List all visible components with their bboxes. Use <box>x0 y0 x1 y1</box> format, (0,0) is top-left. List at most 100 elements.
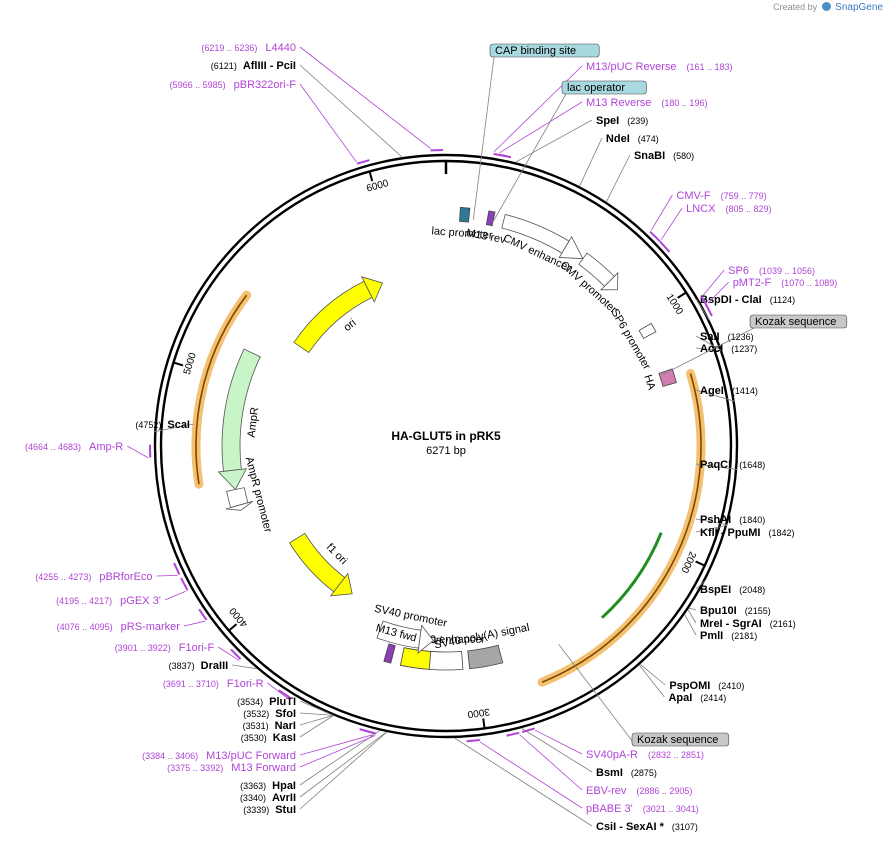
primer-mark <box>498 153 512 159</box>
enzyme-leader <box>154 423 195 433</box>
primer-leader <box>651 194 673 231</box>
primer-site: pBABE 3'(3021 .. 3041) <box>586 803 699 815</box>
tick-mark <box>677 291 687 299</box>
primer-mark <box>173 562 181 575</box>
enzyme-position: (2048) <box>739 585 765 595</box>
primer-position: (5966 .. 5985) <box>170 80 226 90</box>
enzyme-site: (6121)AflIII - PciI <box>211 60 296 72</box>
feature-arrowhead <box>217 468 247 491</box>
primer-mark <box>278 689 291 699</box>
enzyme-site: (3532)SfoI <box>243 708 296 720</box>
primer-position: (759 .. 779) <box>721 191 767 201</box>
enzyme-position: (3363) <box>240 781 266 791</box>
enzyme-position: (2161) <box>770 619 796 629</box>
primer-leader <box>499 101 583 154</box>
enzyme-site: (3339)StuI <box>243 804 296 816</box>
enzyme-name: BspEI <box>700 584 731 596</box>
boxed-label-bg <box>561 80 647 95</box>
primer-mark <box>506 731 520 737</box>
enzyme-name: HpaI <box>272 780 296 792</box>
glut5-orf-band <box>537 368 706 687</box>
feature-label: SV40 poly(A) signal <box>433 622 530 652</box>
boxed-label-bg <box>631 732 730 747</box>
tick-mark <box>482 718 486 729</box>
enzyme-site: (3531)NarI <box>243 720 296 732</box>
primer-site: CMV-F(759 .. 779) <box>676 190 766 202</box>
enzyme-site: ApaI(2414) <box>668 692 726 704</box>
primer-leader <box>299 734 373 756</box>
primer-leader <box>299 735 376 768</box>
primer-position: (180 .. 196) <box>661 98 707 108</box>
enzyme-position: (1124) <box>770 295 795 305</box>
enzyme-name: NarI <box>275 720 296 732</box>
enzyme-position: (2181) <box>731 631 757 641</box>
boxed-leader <box>472 56 495 220</box>
enzyme-name: AccI <box>700 343 723 355</box>
boxed-label-text: Kozak sequence <box>637 734 718 746</box>
enzyme-leader <box>299 730 381 786</box>
tick-mark <box>173 361 184 367</box>
primer-name: SP6 <box>728 265 749 277</box>
enzyme-site: SnaBI(580) <box>634 150 694 162</box>
primer-leader <box>299 46 431 149</box>
primer-position: (2832 .. 2851) <box>648 750 704 760</box>
primer-site: (4255 .. 4273)pBRforEco <box>35 571 152 583</box>
primer-position: (3375 .. 3392) <box>167 763 223 773</box>
tick-label: 6000 <box>365 178 390 195</box>
feature-sv40-promoter <box>376 620 422 649</box>
primer-position: (3691 .. 3710) <box>163 679 219 689</box>
enzyme-name: AvrII <box>272 792 296 804</box>
primer-leader <box>660 207 683 241</box>
enzyme-name: SpeI <box>596 115 619 127</box>
boxed-label-text: CAP binding site <box>495 45 576 57</box>
primer-leader <box>519 734 583 791</box>
primer-mark <box>180 577 189 591</box>
primer-position: (805 .. 829) <box>725 204 771 214</box>
feature-arrowhead <box>329 572 353 597</box>
primer-leader <box>156 574 178 577</box>
enzyme-name: PaqCI <box>700 459 731 471</box>
enzyme-leader <box>639 663 666 686</box>
enzyme-site: (3530)KasI <box>241 732 296 744</box>
boxed-label-bg <box>489 43 600 58</box>
enzyme-position: (474) <box>638 134 659 144</box>
primer-position: (161 .. 183) <box>686 62 732 72</box>
enzyme-leader <box>515 119 593 163</box>
primer-name: LNCX <box>686 203 716 215</box>
primer-site: pMT2-F(1070 .. 1089) <box>733 277 838 289</box>
enzyme-leader <box>695 347 723 352</box>
primer-leader <box>183 620 206 627</box>
feature-sv40-enhancer <box>428 650 464 671</box>
enzyme-name: SnaBI <box>634 150 665 162</box>
feature-arrowhead <box>417 624 434 655</box>
primer-mark <box>198 608 208 621</box>
primer-leader <box>493 65 583 153</box>
enzyme-site: PaqCI (1648) <box>700 459 765 471</box>
primer-position: (4076 .. 4095) <box>57 622 113 632</box>
primer-position: (4255 .. 4273) <box>35 572 91 582</box>
enzyme-site: PspOMI(2410) <box>669 680 744 692</box>
enzyme-name: CsiI - SexAI * <box>596 821 665 833</box>
enzyme-leader <box>695 463 738 470</box>
feature-label: lac promoter <box>431 225 493 242</box>
enzyme-name: SalI <box>700 331 720 343</box>
snapgene-logo-icon <box>821 2 831 11</box>
primer-position: (4664 .. 4683) <box>25 442 81 452</box>
primer-name: pBABE 3' <box>586 803 633 815</box>
primer-mark <box>658 240 671 253</box>
primer-mark <box>356 159 370 165</box>
enzyme-leader <box>687 609 697 624</box>
enzyme-position: (3339) <box>243 805 269 815</box>
feature-ori <box>293 280 373 354</box>
enzyme-position: (3340) <box>240 793 266 803</box>
enzyme-position: (1648) <box>739 460 765 470</box>
feature-m13-fwd <box>383 643 396 664</box>
enzyme-leader <box>695 580 706 590</box>
feature-label: AmpR promoter <box>243 456 274 534</box>
primer-name: M13/pUC Forward <box>206 750 296 762</box>
enzyme-site: PmlI(2181) <box>700 630 757 642</box>
enzyme-leader <box>299 712 334 716</box>
boxed-label-text: lac operator <box>567 82 625 94</box>
primer-leader <box>127 445 149 459</box>
